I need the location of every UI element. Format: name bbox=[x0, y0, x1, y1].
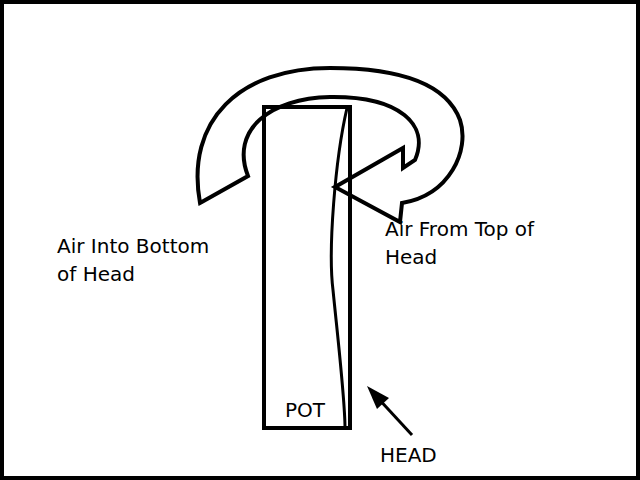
head-curve bbox=[331, 108, 347, 428]
annotation-label: Air Into Bottom of Head bbox=[57, 232, 227, 288]
leader-arrowhead bbox=[367, 386, 389, 409]
pot-box: POT bbox=[262, 105, 352, 430]
annotation-label: HEAD bbox=[380, 441, 500, 469]
annotation-label: Air From Top of Head bbox=[385, 215, 545, 271]
node-label: POT bbox=[285, 396, 325, 424]
airflow-arrow bbox=[198, 68, 463, 222]
